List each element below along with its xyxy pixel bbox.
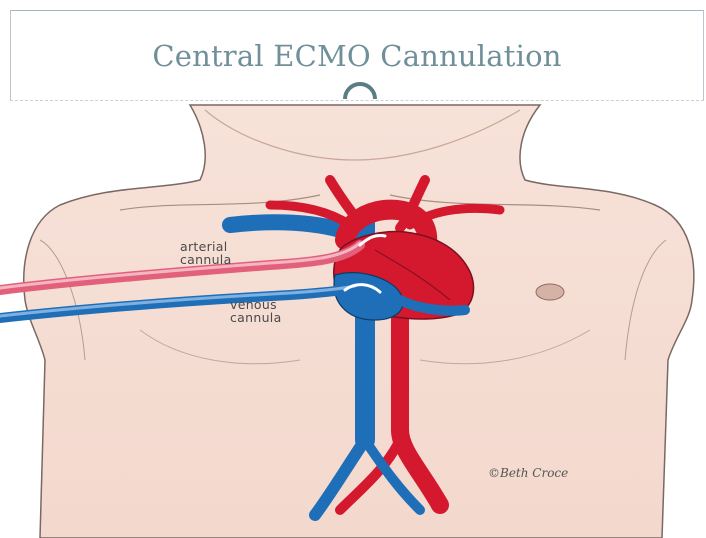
nipple-right (536, 284, 564, 300)
slide-title: Central ECMO Cannulation (11, 39, 703, 73)
venous-cannula-label: venous cannula (230, 298, 282, 324)
illustration-credit: ©Beth Croce (488, 466, 568, 480)
venous-label-line2: cannula (230, 311, 282, 324)
ecmo-illustration (0, 100, 706, 538)
arterial-cannula-label: arterial cannula (180, 240, 232, 266)
arterial-label-line2: cannula (180, 253, 232, 266)
